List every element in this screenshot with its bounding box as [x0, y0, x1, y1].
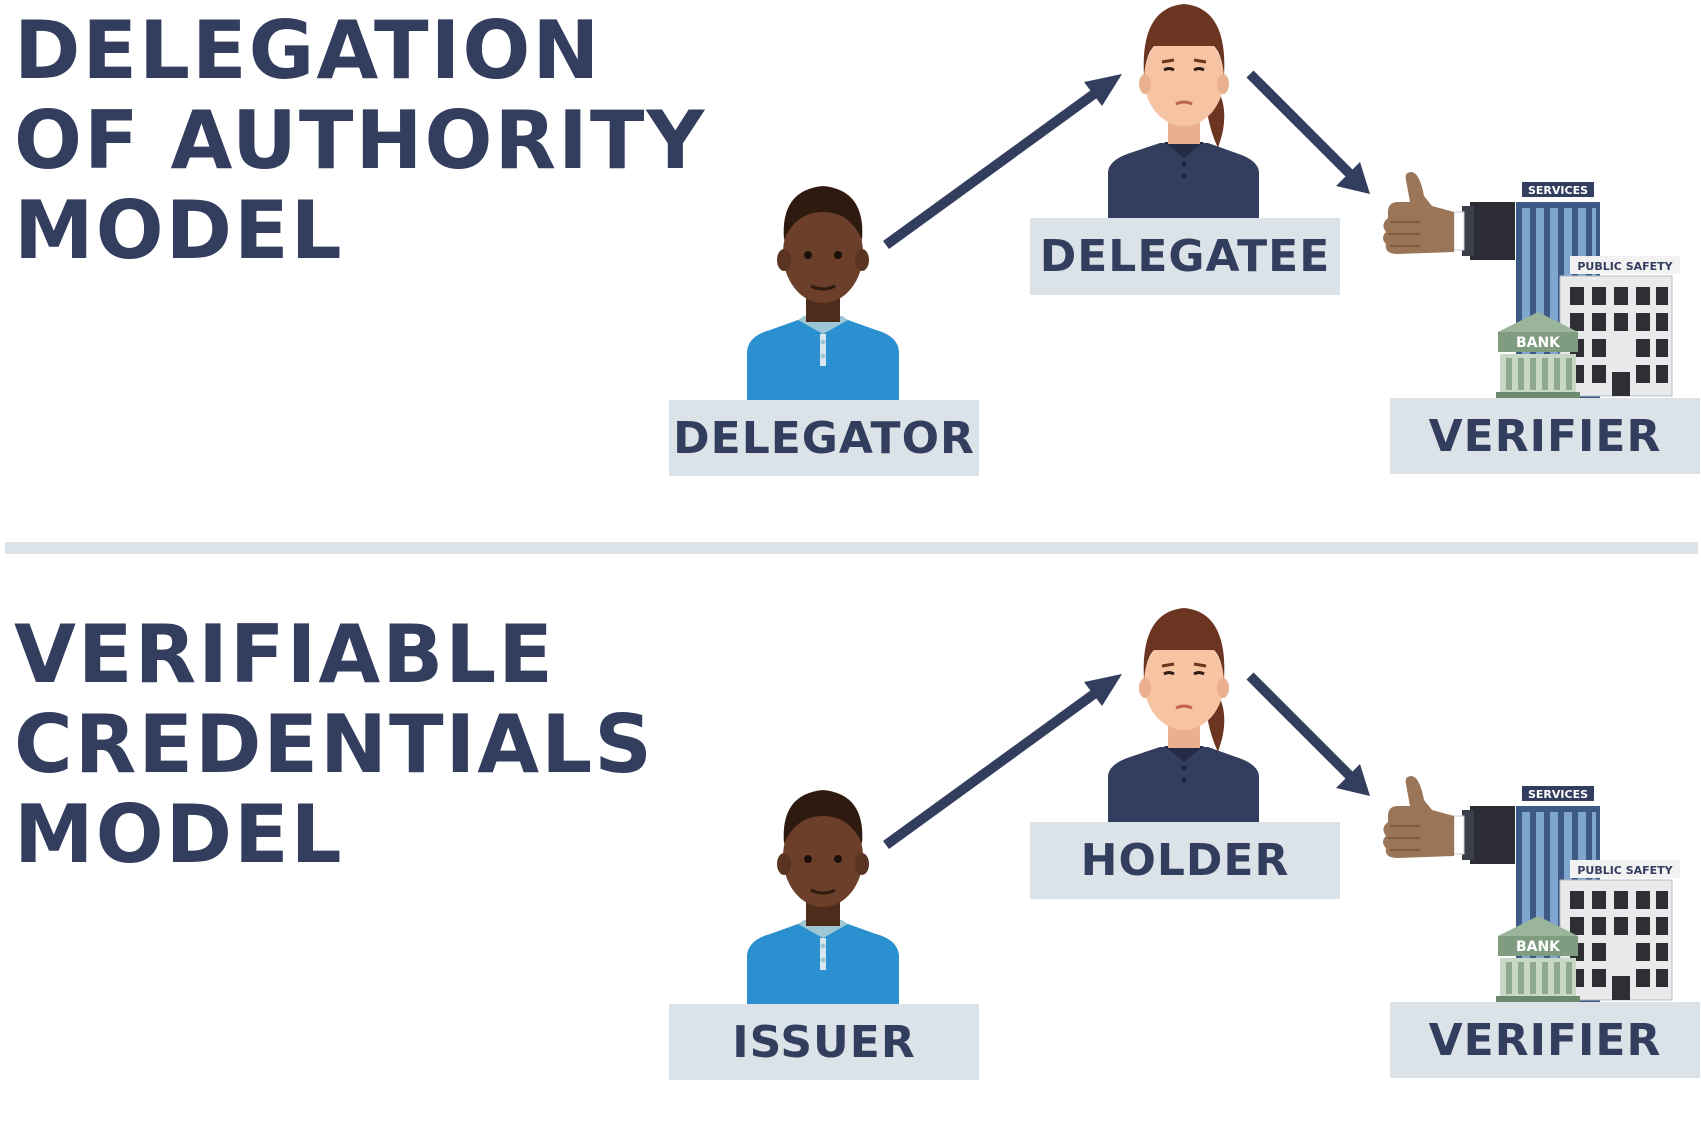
section-title: DELEGATION OF AUTHORITY MODEL — [14, 6, 706, 276]
title-line: VERIFIABLE — [14, 608, 555, 701]
delegatee-person-icon — [1108, 4, 1259, 218]
public-safety-sign: PUBLIC SAFETY — [1577, 260, 1673, 273]
arrow-up-icon — [883, 74, 1122, 250]
services-sign: SERVICES — [1528, 184, 1588, 197]
thumbs-up-icon — [1383, 172, 1515, 260]
section-title: VERIFIABLE CREDENTIALS MODEL — [14, 610, 654, 880]
delegator-person-icon — [747, 186, 899, 400]
public-safety-sign: PUBLIC SAFETY — [1577, 864, 1673, 877]
delegation-illustration: SERVICES PUBLIC SAFETY — [747, 4, 1680, 400]
holder-person-icon — [1108, 608, 1259, 822]
title-line: MODEL — [14, 788, 344, 881]
verifier-label: VERIFIER — [1390, 1002, 1700, 1078]
title-line: DELEGATION — [14, 4, 602, 97]
delegatee-label: DELEGATEE — [1030, 218, 1340, 295]
arrow-down-icon — [1246, 70, 1370, 194]
title-line: MODEL — [14, 184, 344, 277]
verifier-label: VERIFIER — [1390, 398, 1700, 474]
title-line: OF AUTHORITY — [14, 94, 707, 187]
buildings-icon: SERVICES PUBLIC SAFETY BAN — [1496, 786, 1680, 1002]
delegation-section: DELEGATION OF AUTHORITY MODEL — [0, 0, 1701, 540]
title-line: CREDENTIALS — [14, 698, 654, 791]
arrow-down-icon — [1246, 672, 1370, 796]
bank-sign: BANK — [1516, 335, 1561, 351]
bank-sign: BANK — [1516, 939, 1561, 955]
services-sign: SERVICES — [1528, 788, 1588, 801]
issuer-label: ISSUER — [669, 1004, 979, 1080]
issuer-person-icon — [747, 790, 899, 1004]
credentials-illustration: SERVICES PUBLIC SAFETY BAN — [747, 608, 1680, 1004]
arrow-up-icon — [883, 674, 1122, 850]
credentials-section: VERIFIABLE CREDENTIALS MODEL — [0, 604, 1701, 1144]
section-divider — [5, 542, 1698, 554]
holder-label: HOLDER — [1030, 822, 1340, 899]
delegator-label: DELEGATOR — [669, 400, 979, 476]
thumbs-up-icon — [1383, 776, 1515, 864]
buildings-icon: SERVICES PUBLIC SAFETY — [1496, 182, 1680, 398]
